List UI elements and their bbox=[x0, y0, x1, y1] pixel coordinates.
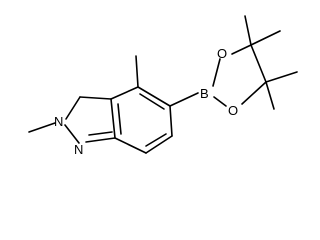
oxygen-o2-label: O bbox=[228, 103, 238, 118]
double-bond-c3-n2 bbox=[65, 96, 81, 120]
double-bond-n1-c7a bbox=[85, 137, 116, 143]
oxygen-o1-label: O bbox=[217, 46, 227, 61]
boron-label: B bbox=[200, 86, 209, 101]
bond-c4-c5 bbox=[137, 86, 171, 107]
pyrazole-ring bbox=[64, 96, 116, 144]
double-bond-c7a-c3a bbox=[117, 103, 122, 135]
bond-o2-c2 bbox=[241, 81, 267, 105]
atom-label-boron: B bbox=[200, 86, 209, 101]
bond-c1-methyl-right bbox=[250, 30, 281, 46]
bond-c6-c7 bbox=[145, 135, 173, 154]
bond-n2-methyl bbox=[28, 122, 56, 133]
atom-label-o1: O bbox=[217, 46, 227, 61]
bond-c7a-c3a bbox=[110, 98, 116, 139]
bond-c5-boron bbox=[169, 92, 199, 107]
bond-c4-methyl bbox=[135, 55, 139, 88]
bond-c1-methyl-up-left bbox=[244, 15, 252, 46]
bond-c7-c7a bbox=[114, 137, 147, 154]
bond-c3a-c4 bbox=[110, 86, 139, 100]
bond-b-o2 bbox=[213, 96, 227, 107]
double-bond-c4-c5 bbox=[139, 93, 165, 110]
atom-label-n1: N bbox=[74, 142, 83, 157]
benzene-ring bbox=[110, 86, 173, 154]
atom-label-o2: O bbox=[228, 103, 238, 118]
bond-c3a-c3 bbox=[79, 96, 112, 100]
bond-o1-c1 bbox=[231, 44, 252, 55]
nitrogen-n2-label: N bbox=[54, 114, 63, 129]
bond-c5-c6 bbox=[169, 105, 173, 137]
bond-b-o1 bbox=[212, 58, 221, 87]
bond-c2-methyl-down bbox=[265, 81, 275, 110]
atom-label-n2: N bbox=[54, 114, 63, 129]
bond-n2-n1 bbox=[64, 124, 80, 144]
chemical-structure-diagram: N N B O O bbox=[28, 15, 298, 157]
nitrogen-n1-label: N bbox=[74, 142, 83, 157]
bond-c1-c2 bbox=[250, 44, 267, 83]
double-bond-n1-c7a-inner bbox=[88, 131, 113, 136]
dioxaborolane-ring bbox=[212, 44, 267, 107]
double-bond-c6-c7 bbox=[145, 133, 167, 147]
bond-c2-methyl-right bbox=[265, 71, 298, 83]
